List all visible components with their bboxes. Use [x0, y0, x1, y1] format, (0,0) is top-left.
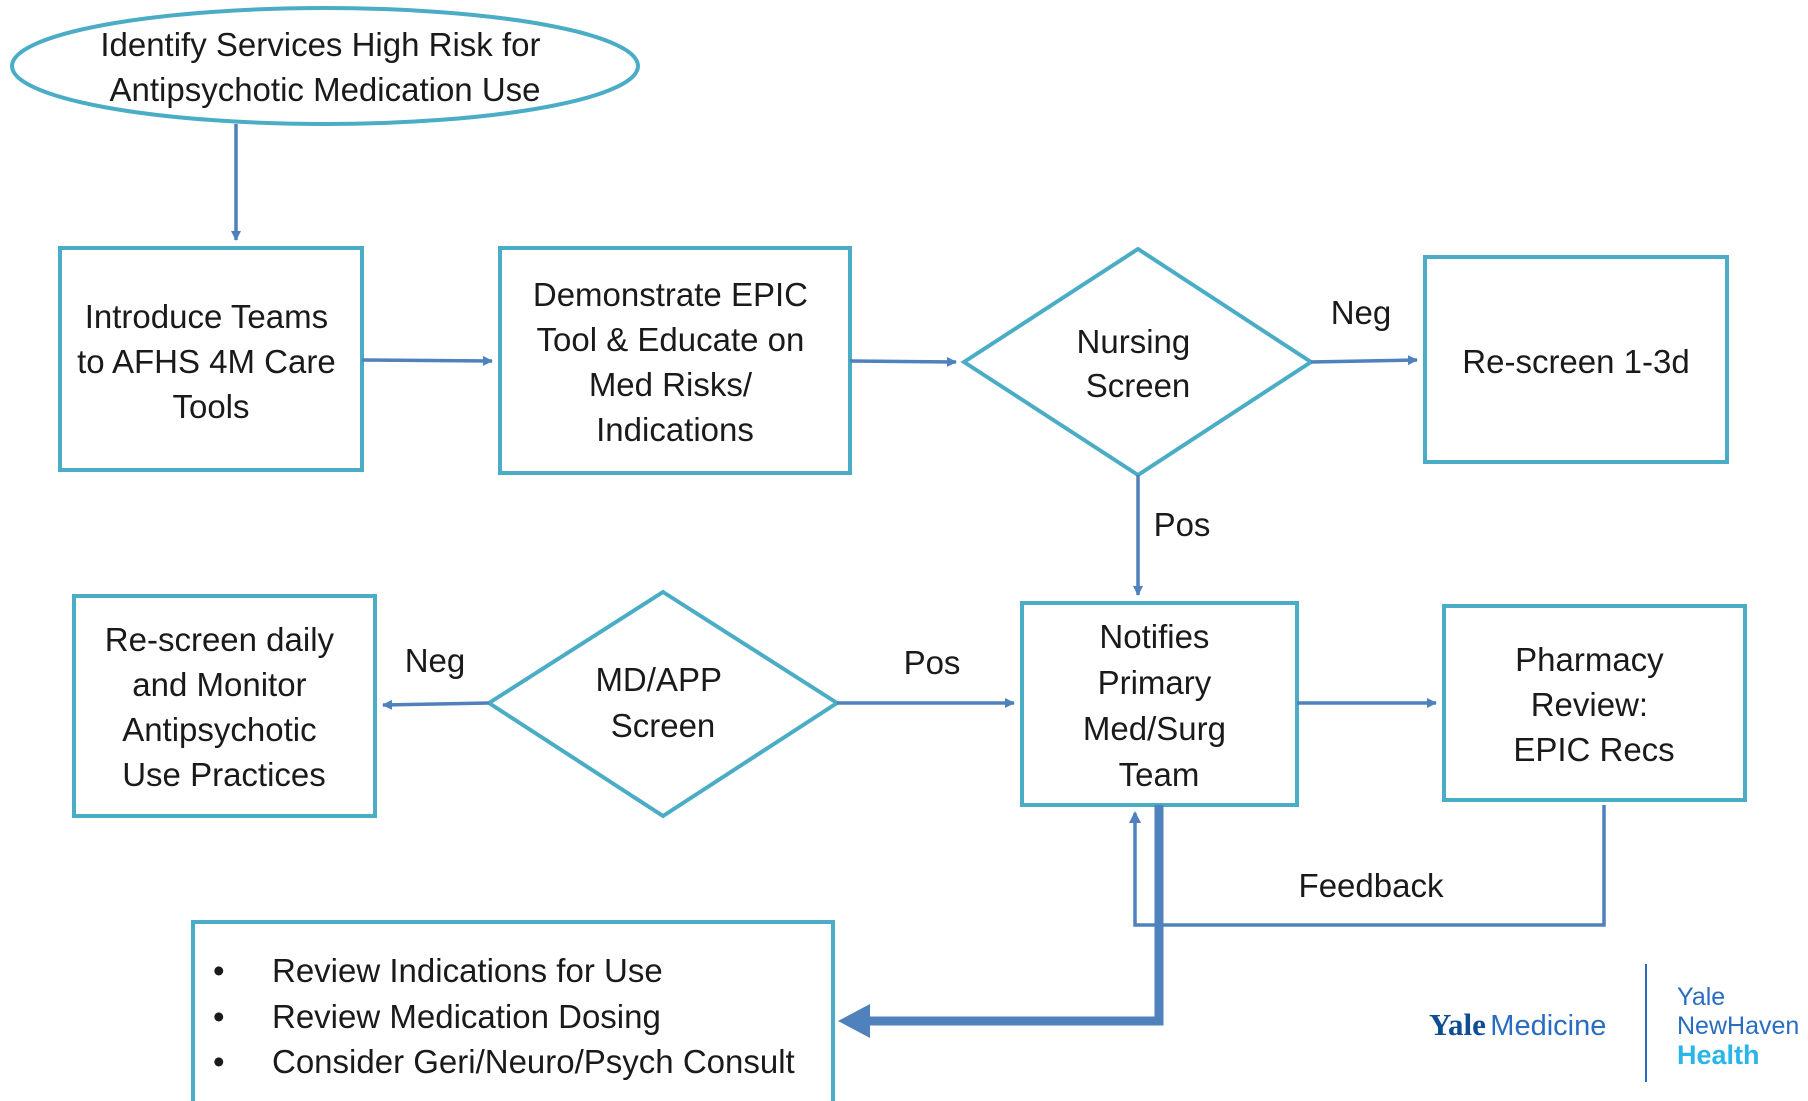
arrow-head-thick: [838, 1004, 870, 1038]
arrow-demonstrate-to-nursing: [849, 356, 957, 367]
bullet-item: Review Indications for Use: [272, 952, 663, 989]
bullet-marker: •: [213, 1043, 225, 1080]
ynhh-logo-line1: Yale: [1677, 983, 1725, 1011]
label-md-pos: Pos: [904, 644, 961, 681]
bullet-item: Consider Geri/Neuro/Psych Consult: [272, 1043, 795, 1080]
demonstrate-epic-label: Demonstrate EPIC Tool & Educate on Med R…: [533, 276, 817, 448]
nursing-screen-diamond: [960, 246, 1315, 478]
introduce-teams-label: Introduce Teams to AFHS 4M Care Tools: [77, 298, 345, 425]
bullet-marker: •: [213, 998, 225, 1035]
label-nursing-neg: Neg: [1331, 294, 1392, 331]
label-nursing-pos: Pos: [1154, 506, 1211, 543]
arrow-feedback: [1129, 805, 1606, 927]
arrow-nursing-neg: [1310, 355, 1418, 366]
ynhh-logo-line2: NewHaven: [1677, 1012, 1799, 1040]
svg-text:Yale Medicine: Yale Medicine: [1429, 1007, 1606, 1042]
nursing-screen-label: Nursing Screen: [1077, 323, 1200, 404]
rescreen-1-3d-box: [1423, 255, 1729, 464]
yale-medicine-logo: Yale Medicine: [1429, 1007, 1606, 1042]
start-ellipse: [10, 6, 640, 126]
ynhh-logo: Yale NewHaven Health: [1677, 983, 1799, 1070]
label-md-neg: Neg: [405, 642, 466, 679]
introduce-teams-box: [58, 246, 364, 472]
arrow-md-neg: [382, 699, 490, 710]
rescreen-1-3d-label: Re-screen 1-3d: [1462, 343, 1689, 380]
pharmacy-review-box: [1442, 604, 1747, 802]
bullet-marker: •: [213, 952, 225, 989]
rescreen-daily-label: Re-screen daily and Monitor Antipsychoti…: [105, 621, 343, 793]
arrow-introduce-to-demonstrate: [361, 355, 493, 366]
review-actions-box: [191, 920, 835, 1101]
review-actions-list: • Review Indications for Use • Review Me…: [213, 952, 795, 1080]
yale-medicine-logo-yale: Yale: [1429, 1007, 1486, 1042]
rescreen-daily-box: [72, 594, 377, 818]
pharmacy-review-label: Pharmacy Review: EPIC Recs: [1513, 641, 1674, 768]
bullet-item: Review Medication Dosing: [272, 998, 661, 1035]
ynhh-logo-line3: Health: [1677, 1040, 1760, 1070]
md-app-screen-label: MD/APP Screen: [595, 661, 730, 744]
demonstrate-epic-box: [498, 246, 852, 475]
yale-medicine-logo-medicine: Medicine: [1490, 1010, 1606, 1042]
label-feedback: Feedback: [1299, 867, 1444, 904]
notifies-team-label: Notifies Primary Med/Surg Team: [1083, 618, 1235, 793]
md-app-screen-diamond: [485, 589, 841, 819]
notifies-team-box: [1020, 601, 1299, 807]
identify-label: Identify Services High Risk for Antipsyc…: [100, 26, 549, 108]
arrow-notifies-to-review: [860, 805, 1164, 1026]
